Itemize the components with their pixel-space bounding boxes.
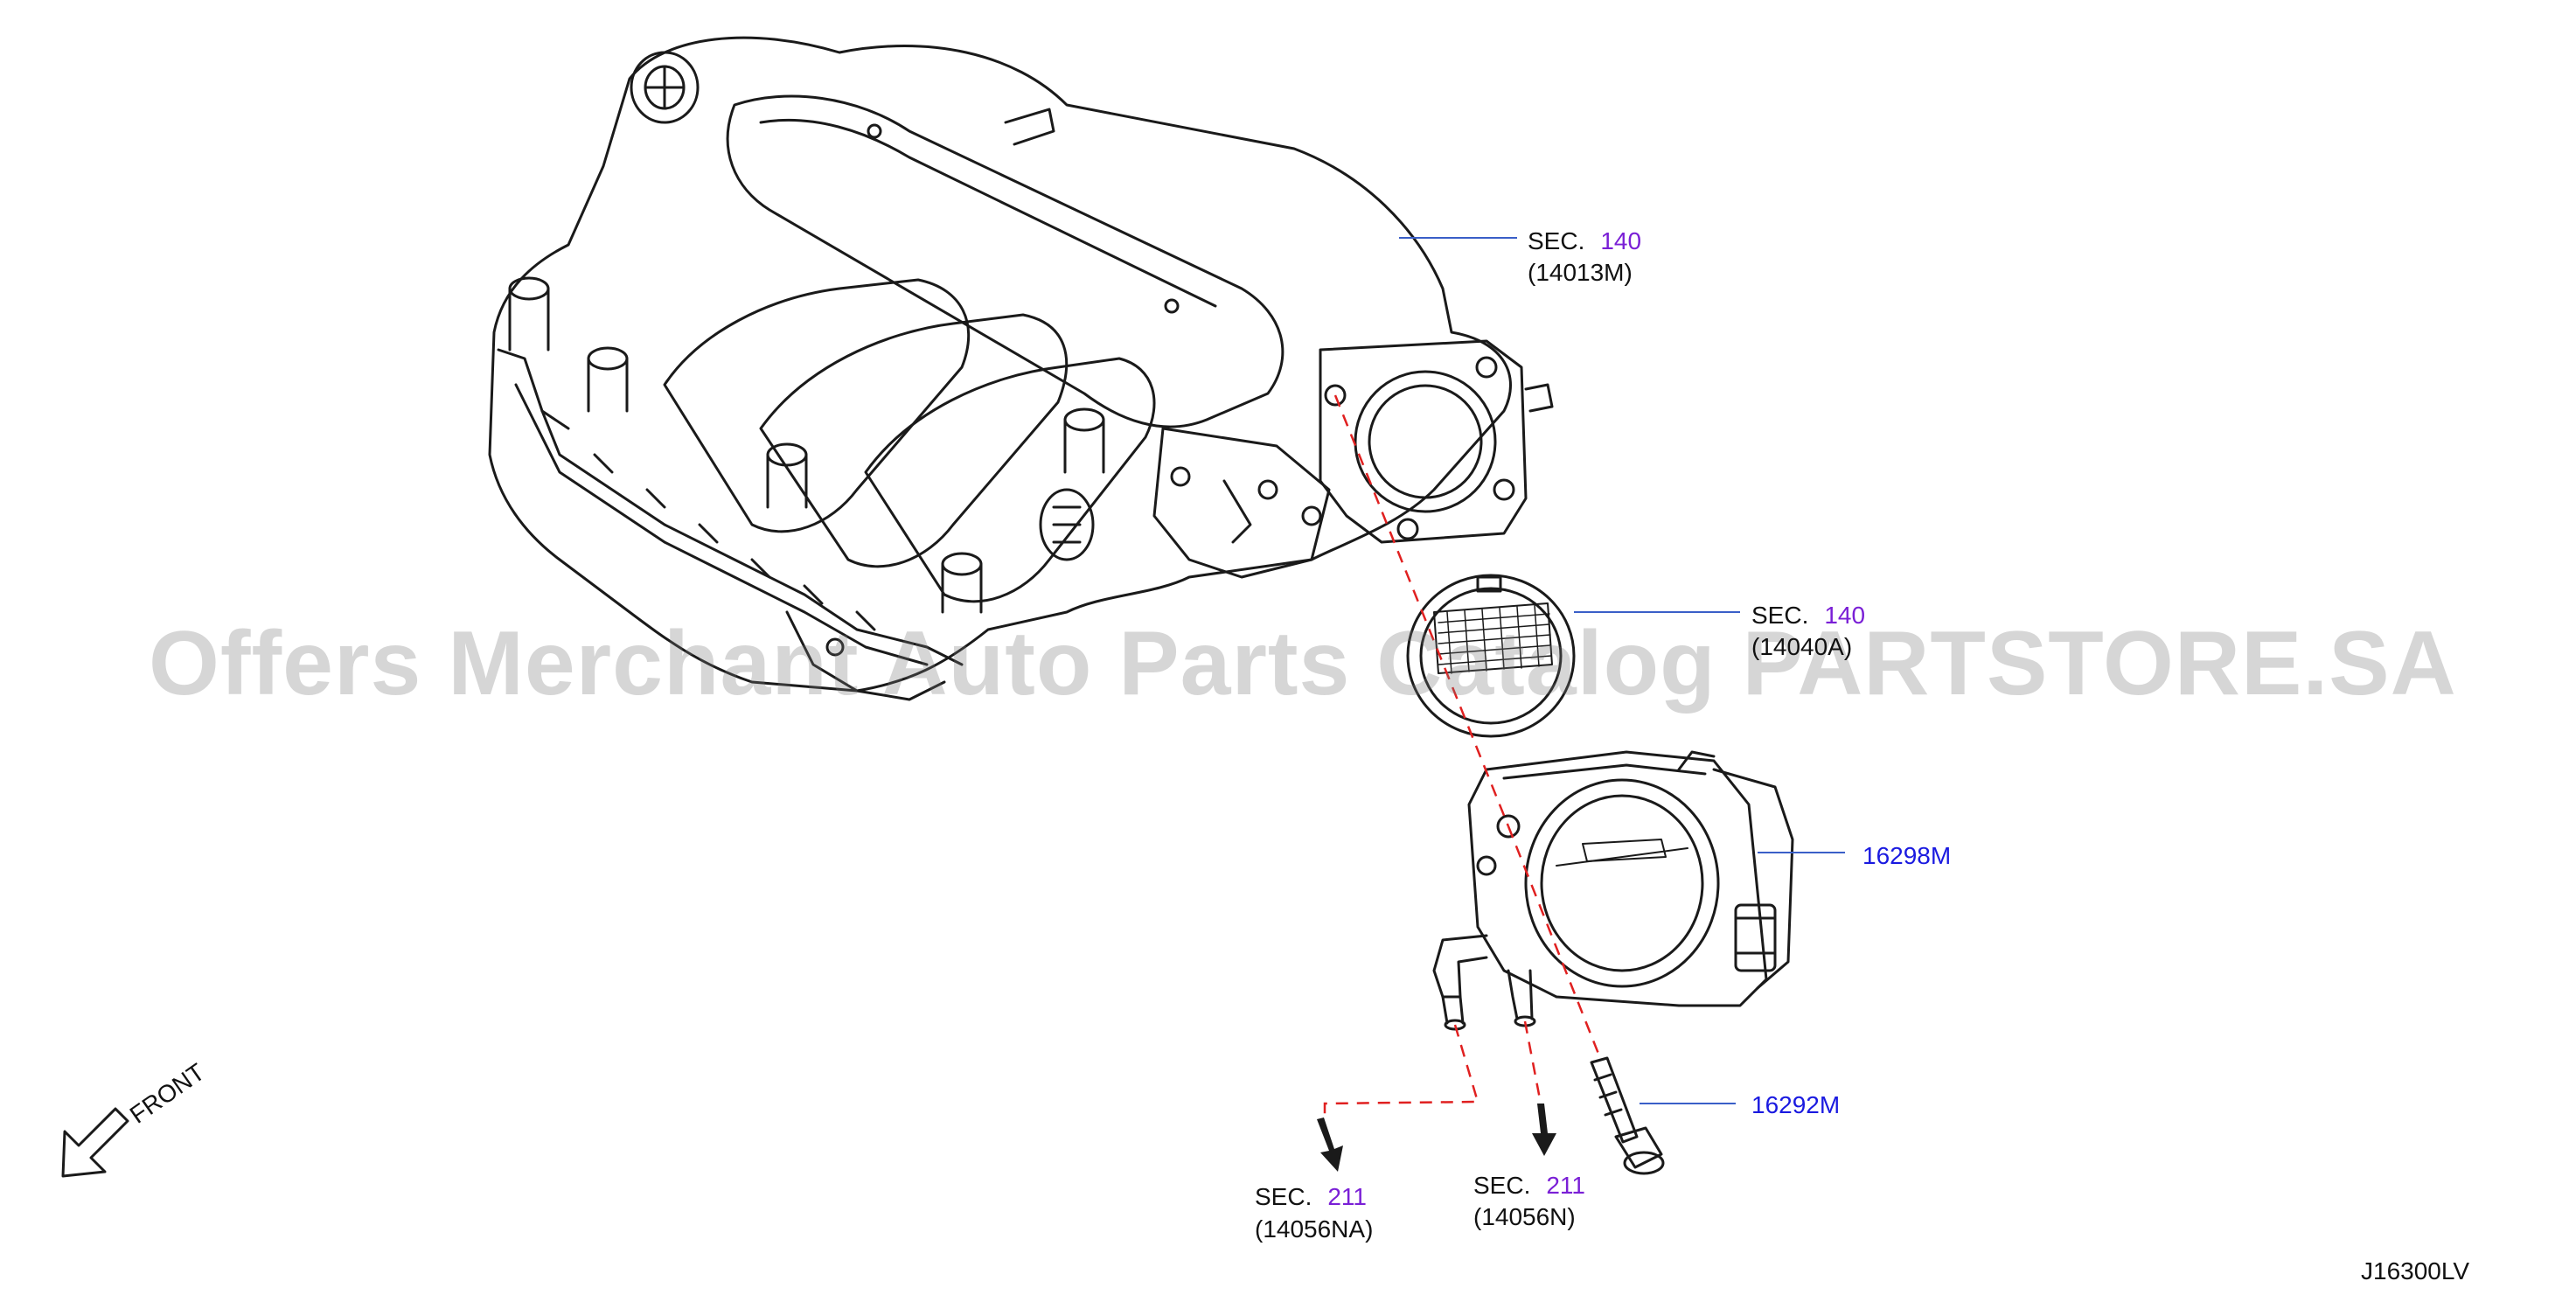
hose-right-sec-number[interactable]: 211 bbox=[1546, 1172, 1585, 1199]
hose-left-sec-number[interactable]: 211 bbox=[1327, 1183, 1367, 1210]
gasket-sec-ref[interactable]: SEC. 140 bbox=[1751, 603, 1865, 628]
manifold-sec-number[interactable]: 140 bbox=[1600, 227, 1642, 254]
hose-left-part-code: (14056NA) bbox=[1255, 1215, 1374, 1243]
assembly-dashes bbox=[1323, 394, 1602, 1119]
gasket-part-code: (14040A) bbox=[1751, 633, 1853, 660]
hose-left-sec-ref[interactable]: SEC. 211 bbox=[1255, 1185, 1367, 1209]
manifold-part-code: (14013M) bbox=[1528, 259, 1633, 286]
flow-arrow-left-icon bbox=[1317, 1117, 1343, 1172]
leader-lines bbox=[1399, 237, 1845, 1104]
hose-right-sec-ref[interactable]: SEC. 211 bbox=[1473, 1173, 1585, 1198]
throttle-body-part-number[interactable]: 16298M bbox=[1862, 842, 1952, 869]
bolt bbox=[1590, 1056, 1665, 1175]
flow-arrow-right-icon bbox=[1532, 1104, 1556, 1156]
gasket-sec-number[interactable]: 140 bbox=[1824, 602, 1866, 629]
throttle-gasket bbox=[1406, 574, 1576, 738]
manifold-sec-label: SEC. bbox=[1528, 227, 1585, 254]
hose-left-sec-label: SEC. bbox=[1255, 1183, 1312, 1210]
throttle-body bbox=[1432, 750, 1794, 1031]
watermark: Offers Merchant Auto Parts Catalog PARTS… bbox=[149, 613, 2457, 714]
gasket-sec-label: SEC. bbox=[1751, 602, 1809, 629]
hose-right-part-code: (14056N) bbox=[1473, 1203, 1576, 1230]
diagram-code: J16300LV bbox=[2361, 1257, 2470, 1285]
bolt-part-number[interactable]: 16292M bbox=[1751, 1091, 1841, 1118]
manifold-sec-ref[interactable]: SEC. 140 bbox=[1528, 229, 1641, 254]
hose-right-sec-label: SEC. bbox=[1473, 1172, 1531, 1199]
intake-manifold bbox=[488, 36, 1554, 701]
front-arrow-icon bbox=[61, 1107, 129, 1178]
